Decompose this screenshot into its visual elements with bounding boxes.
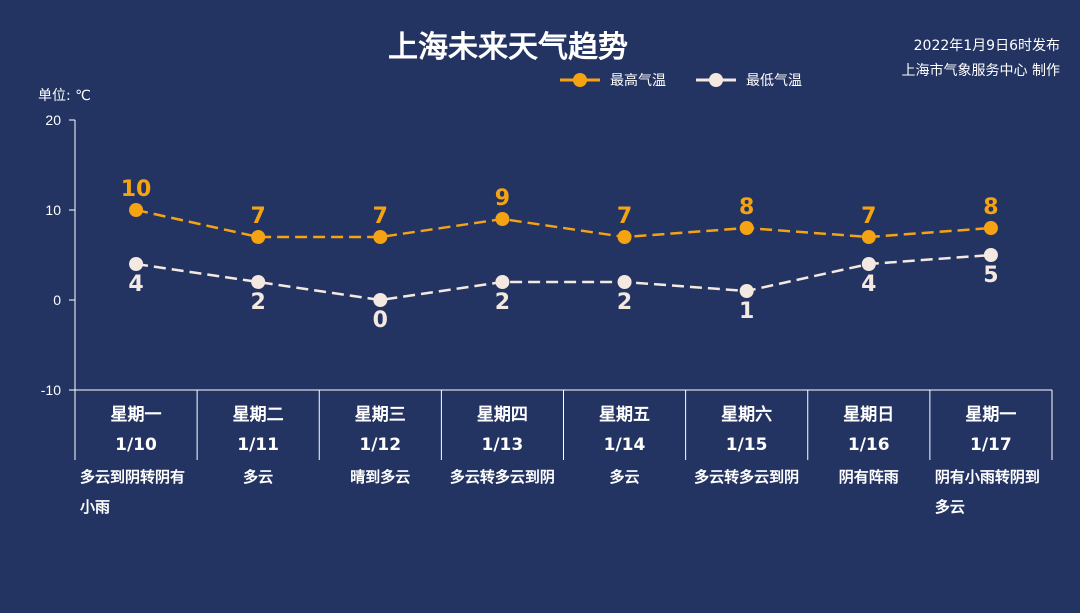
data-label: 8 xyxy=(739,195,754,220)
weekday: 星期一 xyxy=(110,405,162,425)
data-label: 4 xyxy=(128,272,143,297)
weather-description: 阴有阵雨 xyxy=(808,462,930,492)
legend-label: 最低气温 xyxy=(746,73,802,89)
data-point xyxy=(373,230,388,244)
day-header: 星期六 1/15 xyxy=(686,400,808,460)
data-label: 2 xyxy=(495,290,510,315)
weekday: 星期一 xyxy=(965,405,1017,425)
y-tick-label: -10 xyxy=(41,382,61,398)
date: 1/13 xyxy=(481,435,524,455)
day-header: 星期日 1/16 xyxy=(808,400,930,460)
legend-item-high[interactable]: 最高气温 xyxy=(560,70,666,90)
data-label: 7 xyxy=(617,204,632,229)
weather-text: 多云 xyxy=(243,468,274,486)
publish-time: 2022年1月9日6时发布 xyxy=(913,38,1060,54)
series-line-0 xyxy=(135,208,992,239)
weekday: 星期二 xyxy=(232,405,284,425)
data-point xyxy=(251,230,266,244)
data-label: 10 xyxy=(121,177,152,202)
legend-item-low[interactable]: 最低气温 xyxy=(696,70,802,90)
weather-description: 多云 xyxy=(197,462,319,492)
day-header: 星期一 1/17 xyxy=(930,400,1052,460)
data-point xyxy=(373,293,388,307)
y-tick-label: 20 xyxy=(45,112,61,128)
data-point xyxy=(495,275,510,289)
series-line-1 xyxy=(135,253,992,302)
weekday: 星期四 xyxy=(476,405,528,425)
data-point xyxy=(861,257,876,271)
day-header: 星期一 1/10 xyxy=(75,400,197,460)
weekday: 星期五 xyxy=(599,405,650,425)
date: 1/11 xyxy=(237,435,279,455)
data-label: 5 xyxy=(983,263,998,288)
day-header: 星期二 1/11 xyxy=(197,400,319,460)
data-point xyxy=(739,284,754,298)
date: 1/12 xyxy=(359,435,402,455)
data-point xyxy=(983,221,998,235)
day-header: 星期三 1/12 xyxy=(319,400,441,460)
weather-text: 阴有小雨转阴到多云 xyxy=(934,468,1040,516)
data-label: 7 xyxy=(861,204,876,229)
date: 1/10 xyxy=(115,435,157,455)
weather-text: 晴到多云 xyxy=(350,468,411,486)
weather-text: 多云转多云到阴 xyxy=(449,468,555,486)
weather-description: 多云转多云到阴 xyxy=(686,462,808,492)
weather-text: 阴有阵雨 xyxy=(838,468,899,486)
date: 1/16 xyxy=(847,435,890,455)
date: 1/17 xyxy=(970,435,1012,455)
data-point xyxy=(129,257,144,271)
data-label: 0 xyxy=(373,308,388,333)
weekday: 星期六 xyxy=(721,405,773,425)
data-label: 9 xyxy=(495,186,510,211)
legend-high-marker-icon xyxy=(560,73,600,87)
data-label: 7 xyxy=(373,204,388,229)
y-tick-label: 10 xyxy=(45,202,61,218)
data-point xyxy=(861,230,876,244)
data-label: 7 xyxy=(251,204,266,229)
weather-text: 多云到阴转阴有小雨 xyxy=(80,468,186,516)
weather-text: 多云 xyxy=(609,468,640,486)
legend-label: 最高气温 xyxy=(610,73,666,89)
date: 1/14 xyxy=(603,435,646,455)
y-axis-unit: 单位: ℃ xyxy=(38,88,91,104)
producer: 上海市气象服务中心 制作 xyxy=(901,63,1060,79)
data-point xyxy=(983,248,998,262)
data-point xyxy=(251,275,266,289)
data-label: 1 xyxy=(739,299,754,324)
chart-title: 上海未来天气趋势 xyxy=(388,30,628,65)
weather-text: 多云转多云到阴 xyxy=(694,468,800,486)
weather-description: 多云 xyxy=(564,462,686,492)
data-point xyxy=(129,203,144,217)
data-point xyxy=(739,221,754,235)
data-label: 2 xyxy=(251,290,266,315)
data-label: 2 xyxy=(617,290,632,315)
day-header: 星期四 1/13 xyxy=(441,400,563,460)
weather-description: 多云到阴转阴有小雨 xyxy=(75,462,197,522)
data-label: 4 xyxy=(861,272,876,297)
date: 1/15 xyxy=(725,435,768,455)
y-tick-label: 0 xyxy=(53,292,61,308)
data-point xyxy=(617,275,632,289)
weather-description: 多云转多云到阴 xyxy=(441,462,563,492)
day-header: 星期五 1/14 xyxy=(564,400,686,460)
publish-info: 2022年1月9日6时发布 上海市气象服务中心 制作 xyxy=(902,34,1060,84)
weekday: 星期日 xyxy=(843,405,895,425)
weekday: 星期三 xyxy=(354,405,406,425)
weather-description: 晴到多云 xyxy=(319,462,441,492)
data-point xyxy=(495,212,510,226)
legend-low-marker-icon xyxy=(696,73,736,87)
data-point xyxy=(617,230,632,244)
legend: 最高气温 最低气温 xyxy=(560,70,802,90)
weather-description: 阴有小雨转阴到多云 xyxy=(930,462,1052,522)
data-label: 8 xyxy=(983,195,998,220)
